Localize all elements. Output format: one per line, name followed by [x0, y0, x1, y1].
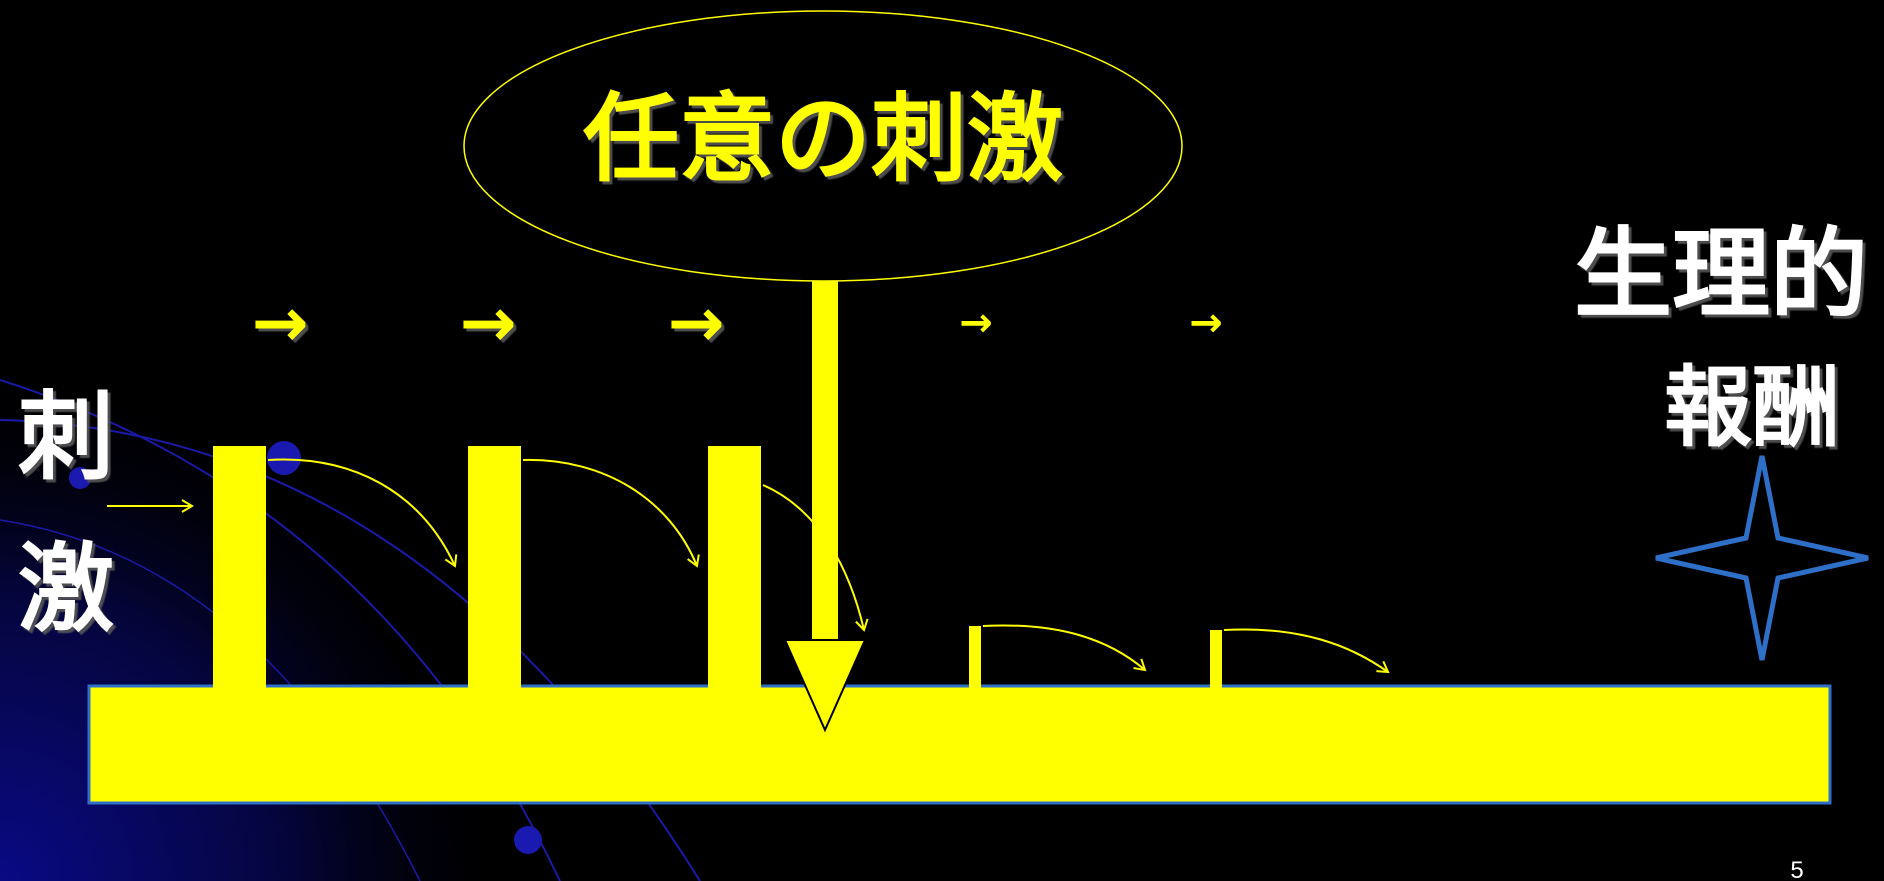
- big-down-arrow-icon: [783, 281, 867, 733]
- stimulus-label-char-2: 激: [18, 533, 114, 645]
- curved-arrow-icon: [982, 624, 1147, 672]
- arrow-icon: →: [460, 284, 517, 363]
- arrow-icon: →: [252, 284, 309, 363]
- reward-label-line-2: 報酬: [1664, 356, 1840, 459]
- stimulus-label-char-1: 刺: [18, 381, 114, 493]
- arrow-icon: →: [959, 300, 993, 346]
- page-number: 5: [1790, 857, 1803, 881]
- arrow-icon: →: [668, 284, 725, 363]
- curved-arrow-icon: [762, 484, 869, 632]
- response-bar-3: [708, 446, 761, 688]
- curved-arrow-icon: [522, 458, 700, 568]
- curved-arrow-icon: [1223, 628, 1390, 674]
- curved-arrow-icon: [267, 458, 458, 568]
- arrow-icon: →: [1189, 300, 1223, 346]
- response-bar-5: [1210, 630, 1222, 688]
- response-bar-1: [213, 446, 266, 688]
- response-bar-2: [468, 446, 521, 688]
- reward-label-line-1: 生理的: [1574, 218, 1868, 332]
- four-point-star-icon: [1655, 455, 1869, 661]
- response-bar-4: [969, 626, 981, 688]
- baseline-bar: [87, 684, 1832, 805]
- arbitrary-stimulus-label: 任意の刺激: [583, 83, 1063, 195]
